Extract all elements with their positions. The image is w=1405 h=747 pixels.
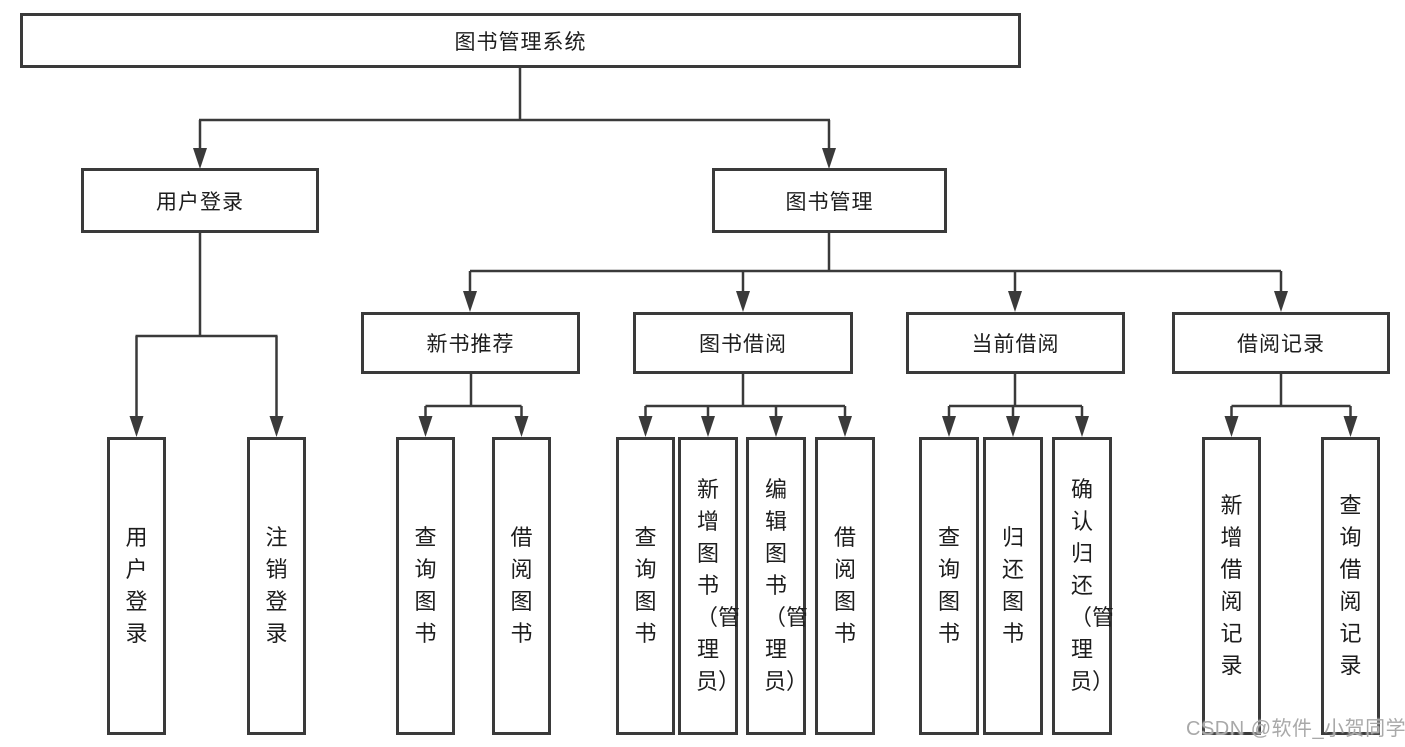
leaf-query-books-recommend: 查询图书 [396,437,455,735]
node-borrowing-records: 借阅记录 [1172,312,1390,374]
leaf-user-login: 用户登录 [107,437,166,735]
leaf-borrow-books-recommend: 借阅图书 [492,437,551,735]
leaf-edit-books-admin: 编辑图书（管理员） [746,437,809,735]
node-label: 当前借阅 [971,333,1060,356]
leaf-logout: 注销登录 [247,437,306,735]
leaf-query-books-borrow: 查询图书 [616,437,675,735]
leaf-query-borrow-record: 查询借阅记录 [1321,437,1380,735]
leaf-label: 用户登录 [125,525,148,646]
node-label: 新书推荐 [426,333,515,356]
leaf-label: 查询图书 [414,525,437,646]
leaf-label: 借阅图书 [510,525,533,646]
node-label: 借阅记录 [1237,333,1325,356]
node-new-book-recommendation: 新书推荐 [361,312,580,374]
leaf-add-borrow-record: 新增借阅记录 [1202,437,1261,735]
node-current-borrowing: 当前借阅 [906,312,1125,374]
arrowheads [129,148,1358,437]
leaf-label: 编辑图书（管理员） [764,477,809,694]
leaf-label: 查询图书 [634,525,657,646]
leaf-label: 注销登录 [265,525,288,646]
node-book-management: 图书管理 [712,168,947,233]
node-library-management-system: 图书管理系统 [20,13,1021,68]
leaf-label: 查询图书 [937,525,960,646]
leaf-borrow-books: 借阅图书 [815,437,875,735]
leaf-label: 确认归还（管理员） [1070,477,1115,694]
leaf-label: 归还图书 [1001,525,1024,646]
leaf-query-books-current: 查询图书 [919,437,979,735]
node-label: 图书借阅 [699,333,787,356]
node-label: 图书管理 [785,190,874,214]
leaf-add-books-admin: 新增图书（管理员） [678,437,741,735]
csdn-watermark: CSDN @软件_小贺同学 [1186,718,1405,740]
node-user-login: 用户登录 [81,168,319,233]
leaf-label: 新增图书（管理员） [696,477,741,694]
leaf-return-books: 归还图书 [983,437,1043,735]
node-label: 用户登录 [156,190,244,214]
leaf-label: 借阅图书 [833,525,856,646]
leaf-label: 新增借阅记录 [1220,493,1243,678]
leaf-label: 查询借阅记录 [1339,493,1362,678]
node-label: 图书管理系统 [454,30,587,54]
node-book-borrowing: 图书借阅 [633,312,853,374]
leaf-confirm-return-admin: 确认归还（管理员） [1052,437,1115,735]
